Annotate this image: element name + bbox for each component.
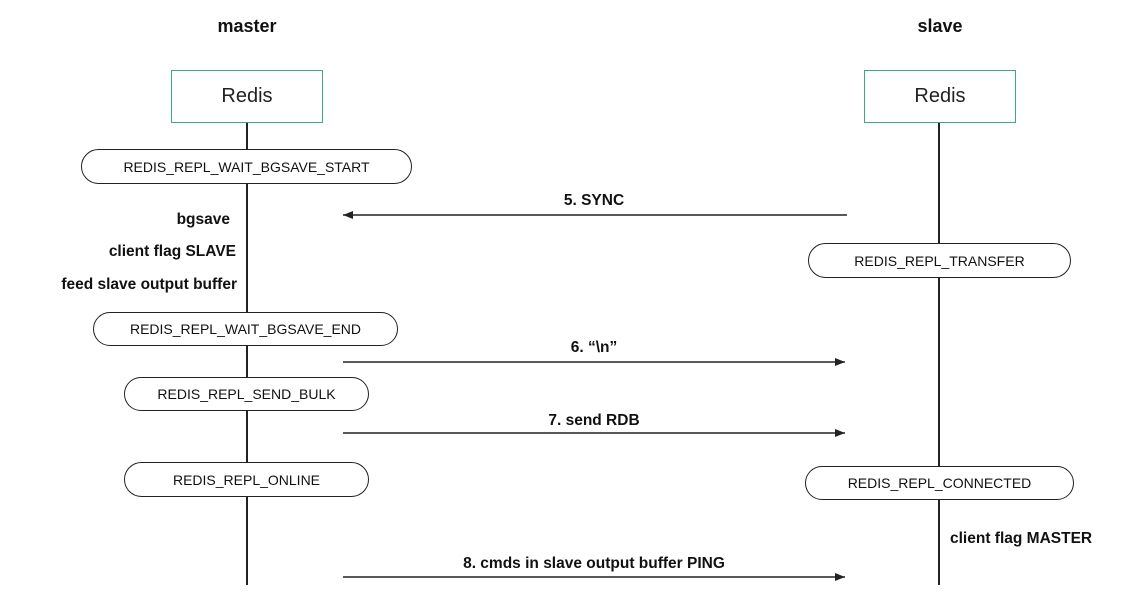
master-state-wait-bgsave-end: REDIS_REPL_WAIT_BGSAVE_END [93,312,398,346]
message-label-sync: 5. SYNC [563,192,625,209]
slave-header: slave [917,16,963,36]
master-redis-node: Redis [171,70,323,123]
state-label: REDIS_REPL_SEND_BULK [157,386,336,402]
slave-redis-label: Redis [914,85,966,107]
slave-redis-node: Redis [864,70,1016,123]
master-note-bgsave: bgsave [176,211,230,228]
state-label: REDIS_REPL_CONNECTED [847,475,1032,491]
master-state-online: REDIS_REPL_ONLINE [124,462,369,497]
slave-lifeline [938,123,940,585]
state-label: REDIS_REPL_TRANSFER [854,252,1025,269]
master-header: master [217,16,277,36]
message-label-newline: 6. “\n” [570,339,618,356]
master-lifeline [246,123,248,585]
state-label: REDIS_REPL_ONLINE [172,471,321,488]
slave-state-transfer: REDIS_REPL_TRANSFER [808,243,1071,278]
state-label: REDIS_REPL_WAIT_BGSAVE_END [129,321,362,337]
master-note-client-flag-slave: client flag SLAVE [108,243,236,260]
message-label-send-rdb: 7. send RDB [548,412,640,429]
state-label: REDIS_REPL_WAIT_BGSAVE_START [123,158,370,175]
master-note-feed-output-buffer: feed slave output buffer [61,276,237,293]
master-redis-label: Redis [221,85,273,107]
message-label-cmds-ping: 8. cmds in slave output buffer PING [463,555,725,572]
master-state-send-bulk: REDIS_REPL_SEND_BULK [124,377,369,411]
slave-state-connected: REDIS_REPL_CONNECTED [805,466,1074,500]
slave-note-client-flag-master: client flag MASTER [950,530,1093,547]
master-state-wait-bgsave-start: REDIS_REPL_WAIT_BGSAVE_START [81,149,412,184]
